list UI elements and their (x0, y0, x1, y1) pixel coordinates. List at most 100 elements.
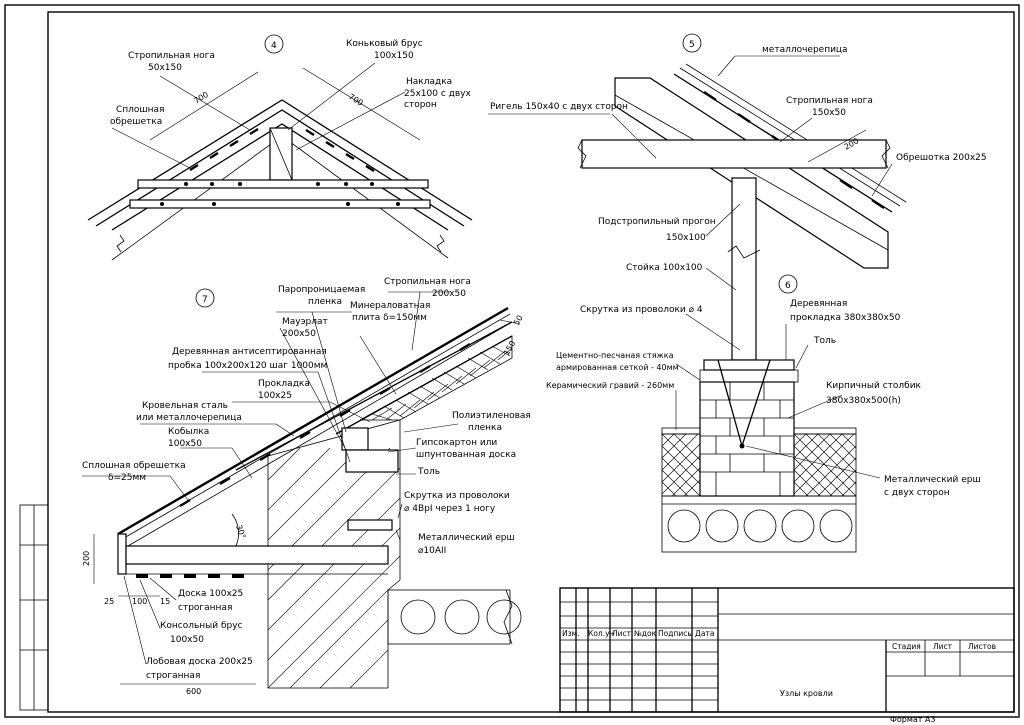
node-7-wire: Скрутка из проволоки (404, 491, 510, 501)
node-5-number: 5 (689, 40, 695, 50)
tb-col-ndok: №док (634, 629, 657, 638)
tb-col-izm: Изм. (562, 629, 580, 638)
node-6-roofing-felt: Толь (813, 336, 836, 346)
node-4-ridge: 4 7 (87, 34, 473, 261)
node-7-mauerlat-size: 200х50 (282, 329, 316, 339)
node-6-screed2: армированная сеткой - 40мм (556, 363, 679, 372)
node-4-bolts (160, 182, 400, 206)
node-7-batten: Прокладка (258, 379, 310, 389)
tb-stage: Стадия (892, 642, 921, 651)
node-5-lathing (703, 91, 885, 209)
node-7-console2: 100х50 (170, 635, 204, 645)
node-5-crossbar: Ригель 150х40 с двух сторон (490, 102, 628, 112)
node-7-solid-lathing (179, 342, 471, 508)
node-7-wire2: ⌀ 4ВрI через 1 ногу (404, 504, 496, 514)
node-7-pe-film: Полиэтиленовая (452, 411, 531, 421)
node-7-mineral-wool-label2: плита δ=150мм (352, 313, 427, 323)
node-7-console: Консольный брус (160, 621, 243, 631)
node-7-antiseptic-plug2: пробка 100х200х120 шаг 1000мм (168, 361, 327, 371)
node-4-rafter-leg: Стропильная нога (128, 51, 215, 61)
node-7-board: Доска 100х25 (178, 589, 243, 599)
node-7-drywall2: шпунтованная доска (416, 450, 516, 460)
tb-title: Узлы кровли (780, 689, 833, 698)
node-6-screed: Цементно-песчаная стяжка (556, 351, 674, 360)
node-6-wood-pad: Деревянная (790, 299, 847, 309)
node-4-dim-left: 700 (192, 90, 210, 106)
node-7-eave: 7 (82, 277, 531, 696)
node-7-roof-steel: Кровельная сталь (142, 401, 228, 411)
node-7-angle: 30° (234, 524, 247, 540)
node-7-mineral-wool-label: Минераловатная (350, 301, 430, 311)
node-6-pillar: 6 (546, 274, 981, 553)
left-binding-strip (19, 504, 49, 711)
node-7-pe-film2: пленка (468, 423, 502, 433)
node-5-metal-tile: металлочерепица (762, 45, 848, 55)
node-5-rafter-leg: Стропильная нога (786, 96, 873, 106)
node-7-ruff2: ⌀10АII (418, 546, 446, 556)
node-4-ridge-beam: Коньковый брус (346, 39, 423, 49)
node-7-felt: Толь (417, 467, 440, 477)
node-6-brick-pillar-size: 380х380х500(h) (826, 396, 901, 406)
node-6-gravel-label: Керамический гравий - 260мм (546, 381, 674, 390)
node-7-drywall: Гипсокартон или (416, 438, 497, 448)
node-7-sprocket: Кобылка (168, 427, 209, 437)
node-6-slab-voids (667, 509, 853, 543)
node-4-sheathing-label2: обрешетка (110, 117, 162, 127)
node-6-number: 6 (785, 281, 791, 291)
node-5-post: Стойка 100х100 (626, 263, 703, 273)
title-block-columns: Изм. Кол.уч Лист №док Подпись Дата (562, 629, 714, 638)
node-7-vapor-membrane2: пленка (308, 297, 342, 307)
node-7-solid-lathing-label2: δ=25мм (108, 473, 146, 483)
node-7-fascia: Лобовая доска 200х25 (146, 657, 253, 667)
tb-sheet: Лист (933, 642, 953, 651)
node-5-purlin: Подстропильный прогон (598, 217, 716, 227)
node-4-overlay-size2: сторон (404, 100, 437, 110)
node-4-dim-right: 700 (347, 92, 365, 108)
node-7-antiseptic-plug: Деревянная антисептированная (172, 347, 327, 357)
node-4-overlay: Накладка (406, 77, 452, 87)
node-7-mineral-wool (359, 335, 513, 421)
node-7-dim-600: 600 (186, 687, 201, 696)
node-7-ruff: Металлический ерш (418, 533, 515, 543)
inner-frame (47, 11, 1015, 713)
node-6-ruff2: с двух сторон (884, 488, 950, 498)
node-4-sheathing-label: Сплошная (116, 105, 164, 115)
node-7-dim-200: 200 (82, 551, 91, 566)
node-4-number: 4 (271, 41, 277, 51)
tb-format: Формат А3 (890, 715, 936, 724)
node-7-roof-steel2: или металлочерепица (136, 413, 242, 423)
node-6-gravel (661, 433, 857, 497)
node-4-ridge-beam-size: 100х150 (374, 51, 414, 61)
tb-col-podpis: Подпись (658, 629, 692, 638)
tb-col-data: Дата (695, 629, 714, 638)
node-5-purlin: 5 200 (488, 33, 987, 361)
node-7-vapor-membrane: Паропроницаемая (278, 285, 365, 295)
node-7-board2: строганная (178, 603, 232, 613)
node-7-rafter-leg: Стропильная нога (384, 277, 471, 287)
title-block (559, 587, 1015, 713)
node-5-wire-twist: Скрутка из проволоки ⌀ 4 (580, 305, 703, 315)
node-7-wall-hatch (267, 447, 401, 689)
node-7-dim-150: 150 (502, 339, 517, 357)
node-7-number: 7 (202, 295, 208, 305)
node-7-rafter-leg-size: 200х50 (432, 289, 466, 299)
node-7-dim-50: 50 (512, 314, 525, 327)
tb-sheets: Листов (968, 642, 996, 651)
node-6-brick-pillar: Кирпичный столбик (826, 381, 922, 391)
node-7-batten-size: 100х25 (258, 391, 292, 401)
node-5-rafter-leg-size: 150х50 (812, 108, 846, 118)
node-7-dim-25: 25 (104, 597, 114, 606)
node-7-mauerlat: Мауэрлат (282, 317, 328, 327)
node-5-purlin-size: 150х100 (666, 233, 706, 243)
node-4-overlay-size: 25х100 с двух (404, 89, 471, 99)
node-5-lathing-label: Обрешотка 200х25 (896, 153, 987, 163)
node-6-ruff: Металлический ерш (884, 475, 981, 485)
node-4-rafter-leg-size: 50х150 (148, 63, 182, 73)
node-4-sheathing (189, 127, 375, 173)
tb-col-list: Лист (612, 629, 632, 638)
node-7-sprocket-size: 100х50 (168, 439, 202, 449)
tb-col-kol: Кол.уч (588, 629, 614, 638)
node-7-solid-lathing-label: Сплошная обрешетка (82, 461, 186, 471)
node-7-dim-100: 100 (132, 597, 147, 606)
